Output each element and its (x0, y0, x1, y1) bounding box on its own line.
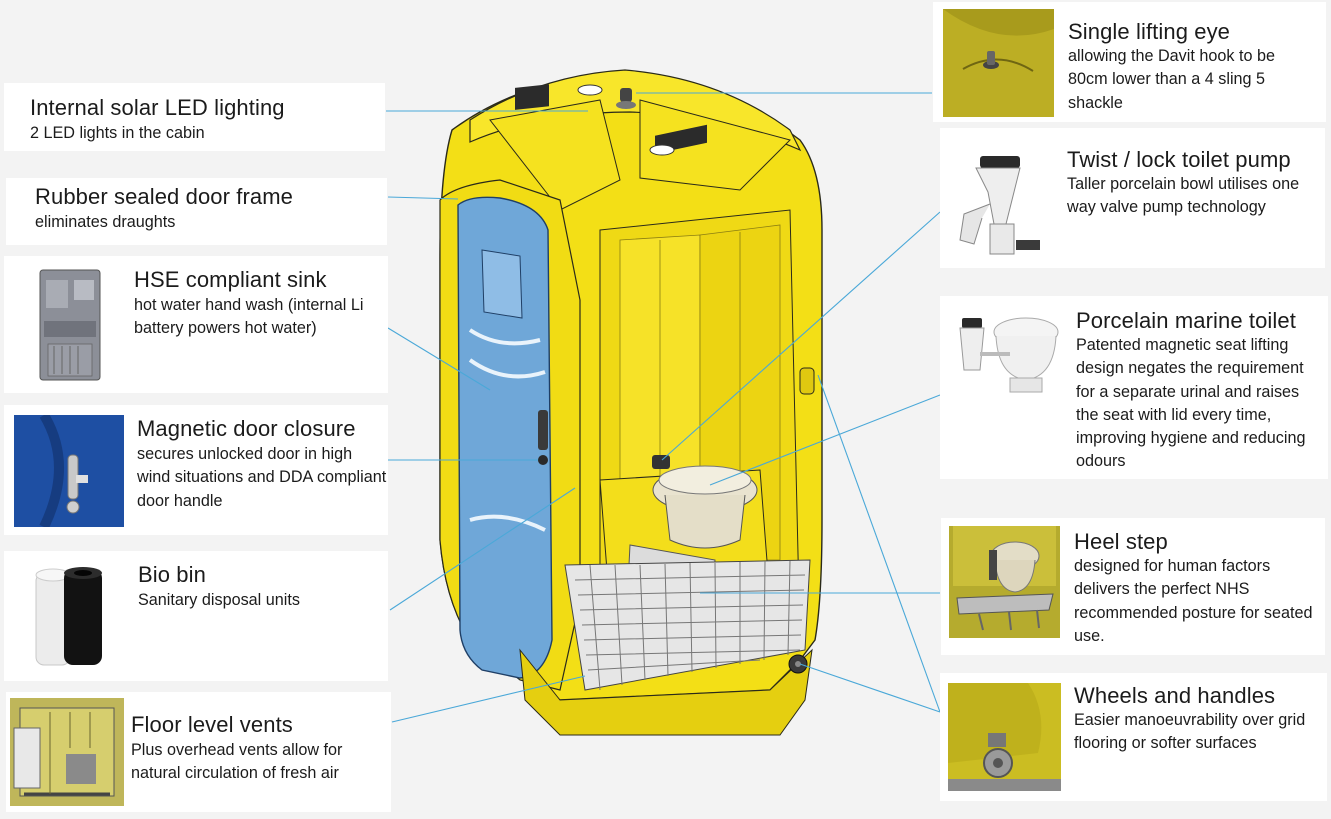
feature-description: 2 LED lights in the cabin (30, 124, 205, 142)
feature-card-lifting-eye: Single lifting eye allowing the Davit ho… (933, 2, 1326, 122)
feature-card-vents: Floor level vents Plus overhead vents al… (6, 692, 391, 812)
feature-description: eliminates draughts (35, 213, 176, 231)
feature-title: Internal solar LED lighting (30, 95, 285, 120)
leader-line-wheels (799, 663, 941, 713)
floor-vents-thumbnail (10, 698, 124, 806)
feature-title: Single lifting eye (1068, 19, 1231, 44)
feature-title: Rubber sealed door frame (35, 184, 293, 209)
cabin-door (457, 196, 553, 679)
feature-description: designed for human factors delivers the … (1074, 557, 1313, 645)
feature-card-magnetic: Magnetic door closure secures unlocked d… (4, 405, 388, 535)
feature-description: Plus overhead vents allow for natural ci… (131, 741, 343, 783)
leader-line-toilet (709, 394, 941, 486)
feature-description: allowing the Davit hook to be 80cm lower… (1068, 47, 1275, 112)
feature-title: Porcelain marine toilet (1076, 308, 1296, 333)
leader-line-door-frame (387, 196, 459, 200)
leader-line-pump (661, 211, 941, 461)
leader-line-vents (391, 675, 586, 723)
wheels-thumbnail (948, 683, 1061, 791)
bio-bin-thumbnail (30, 563, 110, 669)
feature-card-pump: Twist / lock toilet pump Taller porcelai… (940, 128, 1325, 268)
cabin-illustration (439, 69, 823, 736)
feature-card-wheels: Wheels and handles Easier manoeuvrabilit… (940, 673, 1327, 801)
feature-card-solar: Internal solar LED lighting 2 LED lights… (4, 83, 385, 151)
feature-description: Easier manoeuvrability over grid floorin… (1074, 711, 1306, 753)
feature-title: Wheels and handles (1074, 683, 1276, 708)
feature-card-heel-step: Heel step designed for human factors del… (941, 518, 1325, 655)
feature-description: Patented magnetic seat lifting design ne… (1076, 336, 1306, 471)
feature-title: Magnetic door closure (137, 416, 356, 441)
feature-description: Taller porcelain bowl utilises one way v… (1067, 175, 1300, 217)
feature-description: secures unlocked door in high wind situa… (137, 445, 387, 510)
leader-line-wheels-handle (817, 374, 941, 713)
door-handle-thumbnail (14, 415, 124, 527)
feature-card-door-frame: Rubber sealed door frame eliminates drau… (6, 178, 387, 245)
feature-card-bin: Bio bin Sanitary disposal units (4, 551, 388, 681)
feature-title: HSE compliant sink (134, 267, 327, 292)
feature-card-sink: HSE compliant sink hot water hand wash (… (4, 256, 388, 393)
marine-toilet-thumbnail (950, 310, 1060, 402)
feature-card-toilet: Porcelain marine toilet Patented magneti… (940, 296, 1328, 479)
feature-title: Bio bin (138, 562, 206, 587)
toilet-pump-thumbnail (950, 144, 1054, 264)
heel-step-thumbnail (949, 526, 1060, 638)
leader-line-sink (387, 327, 491, 391)
feature-title: Heel step (1074, 529, 1168, 554)
sink-thumbnail (34, 266, 106, 384)
feature-title: Twist / lock toilet pump (1067, 147, 1291, 172)
leader-lines (356, 92, 941, 723)
feature-description: hot water hand wash (internal Li battery… (134, 296, 364, 338)
feature-description: Sanitary disposal units (138, 591, 300, 609)
lifting-eye-thumbnail (943, 9, 1054, 117)
feature-title: Floor level vents (131, 712, 293, 737)
leader-line-bin (389, 487, 576, 611)
